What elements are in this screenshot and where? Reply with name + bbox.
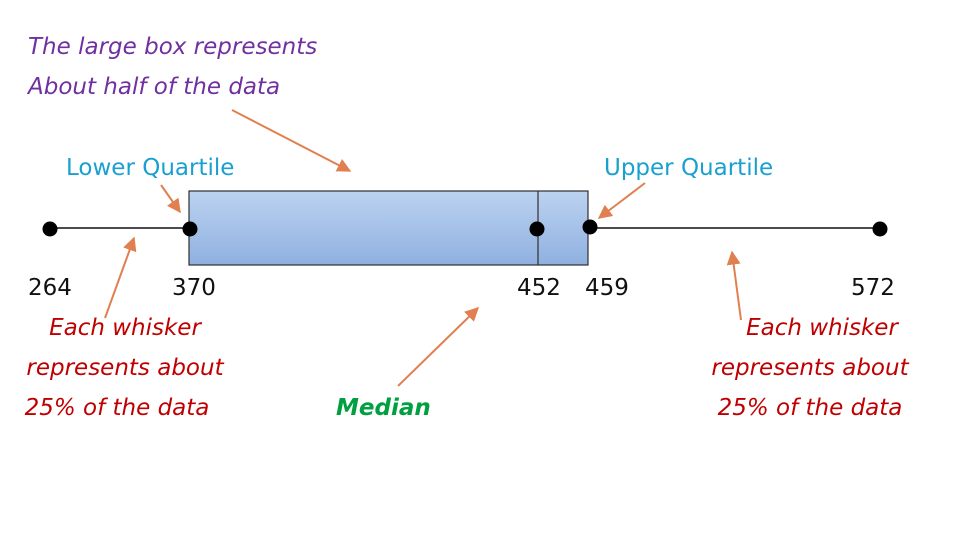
minimum-point: [42, 221, 58, 237]
upper-quartile-arrow: [597, 182, 646, 219]
box-caption-line-1: The large box represents: [28, 34, 318, 60]
median-point: [529, 221, 545, 237]
right-whisker-arrow: [726, 250, 742, 321]
right-whisker-caption-line-1: Each whisker: [746, 315, 898, 341]
right-whisker-caption-line-2: represents about: [711, 355, 909, 381]
lower-quartile-label: Lower Quartile: [66, 155, 235, 181]
upper-quartile-label: Upper Quartile: [604, 155, 774, 181]
box-caption-arrow: [231, 109, 352, 172]
maximum-point: [872, 221, 888, 237]
lower-quartile-arrow: [160, 184, 181, 214]
maximum-value: 572: [851, 275, 895, 301]
left-whisker-caption-line-3: 25% of the data: [24, 395, 210, 421]
box-caption-line-2: About half of the data: [28, 74, 281, 100]
median-arrow: [397, 307, 480, 387]
median-label: Median: [336, 395, 431, 421]
upper-quartile-point: [582, 219, 598, 235]
median-value: 452: [517, 275, 561, 301]
minimum-value: 264: [28, 275, 72, 301]
interquartile-box: [188, 190, 589, 266]
left-whisker-caption-line-2: represents about: [26, 355, 224, 381]
upper-quartile-value: 459: [585, 275, 629, 301]
left-whisker-arrow: [104, 236, 137, 319]
left-whisker-caption-line-1: Each whisker: [49, 315, 201, 341]
lower-quartile-value: 370: [172, 275, 216, 301]
lower-quartile-point: [182, 221, 198, 237]
right-whisker-caption-line-3: 25% of the data: [717, 395, 903, 421]
